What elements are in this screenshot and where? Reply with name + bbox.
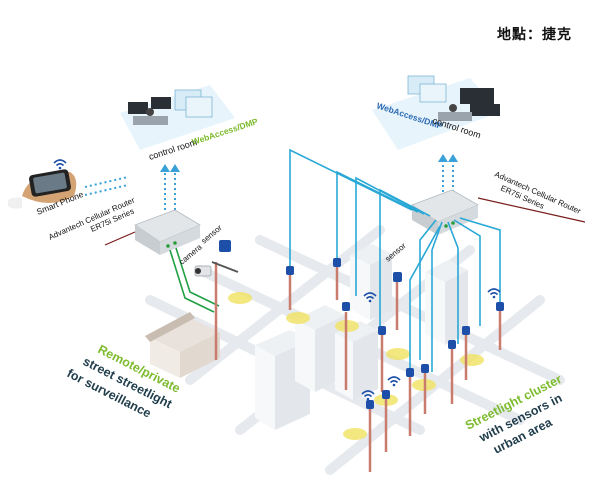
smartphone-illustration: [8, 169, 77, 209]
right-control-room: [372, 75, 500, 150]
camera-icon: [194, 265, 212, 277]
left-router: [134, 209, 201, 255]
sensor-cables: [289, 148, 501, 372]
right-router: [411, 189, 479, 235]
left-router-leader-line: [104, 231, 136, 246]
location-label: 地點：捷克: [497, 26, 572, 42]
sensor-nodes: [286, 258, 504, 409]
left-control-room: [120, 85, 235, 150]
left-cables: [169, 247, 220, 313]
phone-wifi-icon: [53, 159, 67, 171]
house-illustration: [145, 312, 220, 378]
left-sensor-icon: [211, 240, 239, 273]
uplink-arrows: [84, 154, 458, 210]
sensor-wifi-icon: [387, 376, 401, 388]
streetlight-glows: [228, 292, 484, 440]
right-router-leader-line: [477, 197, 586, 223]
streetlight-poles: [214, 262, 502, 472]
sensor-wifi-icon: [487, 288, 501, 300]
